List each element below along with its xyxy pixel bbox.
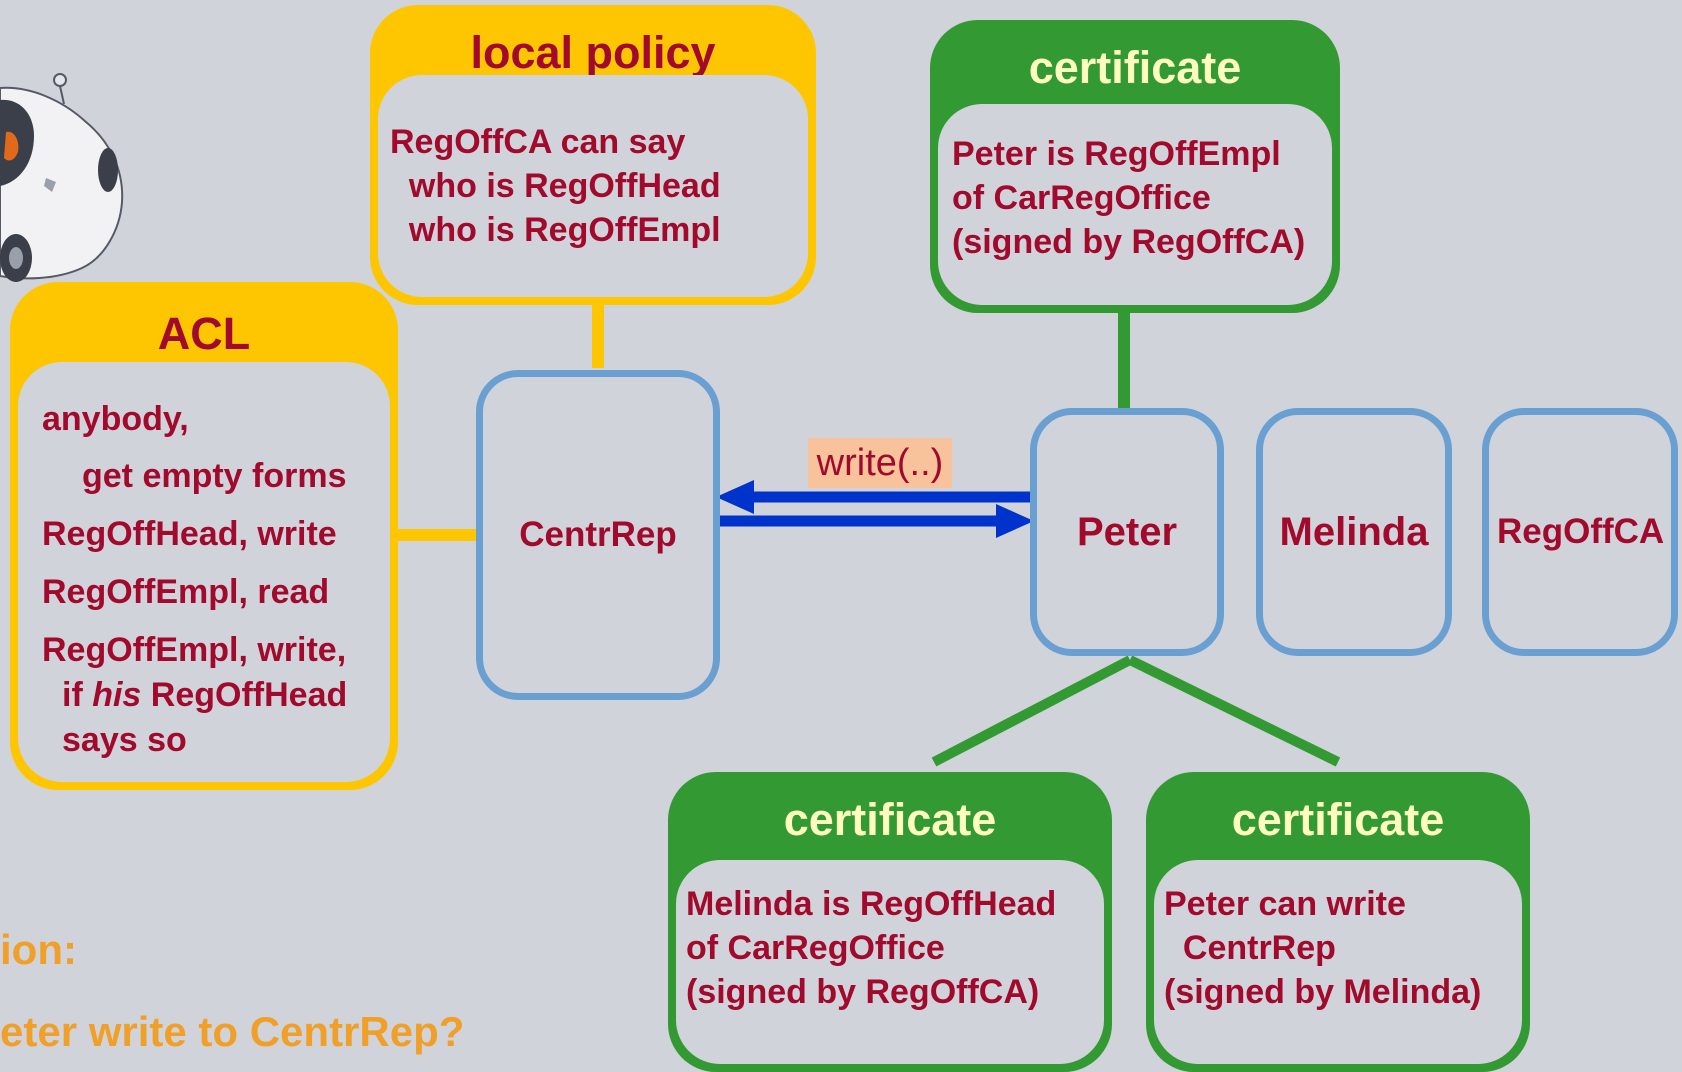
- certificate-text: Peter can write CentrRep (signed by Meli…: [1164, 885, 1482, 1011]
- acl-if-suffix: RegOffHead: [141, 676, 348, 714]
- question-text: eter write to CentrRep?: [0, 1008, 465, 1055]
- principal-centrrep: CentrRep: [476, 370, 720, 700]
- certificate-peter-write: certificate Peter can write CentrRep (si…: [1146, 772, 1530, 1072]
- local-policy-title: local policy: [470, 27, 716, 78]
- question-heading: ion:: [0, 926, 77, 973]
- acl-entry: says so: [62, 721, 187, 759]
- local-policy-frame: local policy RegOffCA can say who is Reg…: [370, 5, 816, 305]
- acl-if-prefix: if: [62, 676, 93, 714]
- acl-entry: RegOffEmpl, read: [42, 573, 330, 611]
- response-arrow: [716, 504, 1034, 538]
- write-message-label: write(..): [808, 438, 952, 488]
- acl-entry: RegOffHead, write: [42, 515, 337, 553]
- certificate-melinda-head: certificate Melinda is RegOffHead of Car…: [668, 772, 1112, 1072]
- acl-entry: anybody,: [42, 400, 189, 438]
- request-arrow: [716, 480, 1034, 514]
- acl-entry: RegOffEmpl, write,: [42, 631, 347, 669]
- principal-melinda: Melinda: [1256, 408, 1452, 656]
- certificate-text: Melinda is RegOffHead of CarRegOffice (s…: [686, 885, 1057, 1011]
- certificate-title: certificate: [1028, 42, 1242, 93]
- acl-frame: ACL: [10, 282, 398, 790]
- acl-his-emphasis: his: [92, 676, 142, 714]
- car-illustration: [0, 73, 124, 282]
- acl-title: ACL: [157, 308, 251, 359]
- principal-peter: Peter: [1030, 408, 1224, 656]
- certificate-title: certificate: [1231, 794, 1445, 845]
- certificate-peter-empl: certificate Peter is RegOffEmpl of CarRe…: [930, 20, 1340, 313]
- principal-regoffca: RegOffCA: [1482, 408, 1678, 656]
- certificate-title: certificate: [783, 794, 997, 845]
- acl-entry: get empty forms: [82, 457, 347, 495]
- local-policy-text: RegOffCA can say who is RegOffHead who i…: [390, 123, 721, 249]
- peter-to-write-cert-link: [1127, 655, 1341, 767]
- peter-to-melinda-cert-link: [931, 655, 1133, 767]
- certificate-text: Peter is RegOffEmpl of CarRegOffice (sig…: [952, 135, 1306, 261]
- acl-entry-condition: if his RegOffHead: [62, 676, 347, 715]
